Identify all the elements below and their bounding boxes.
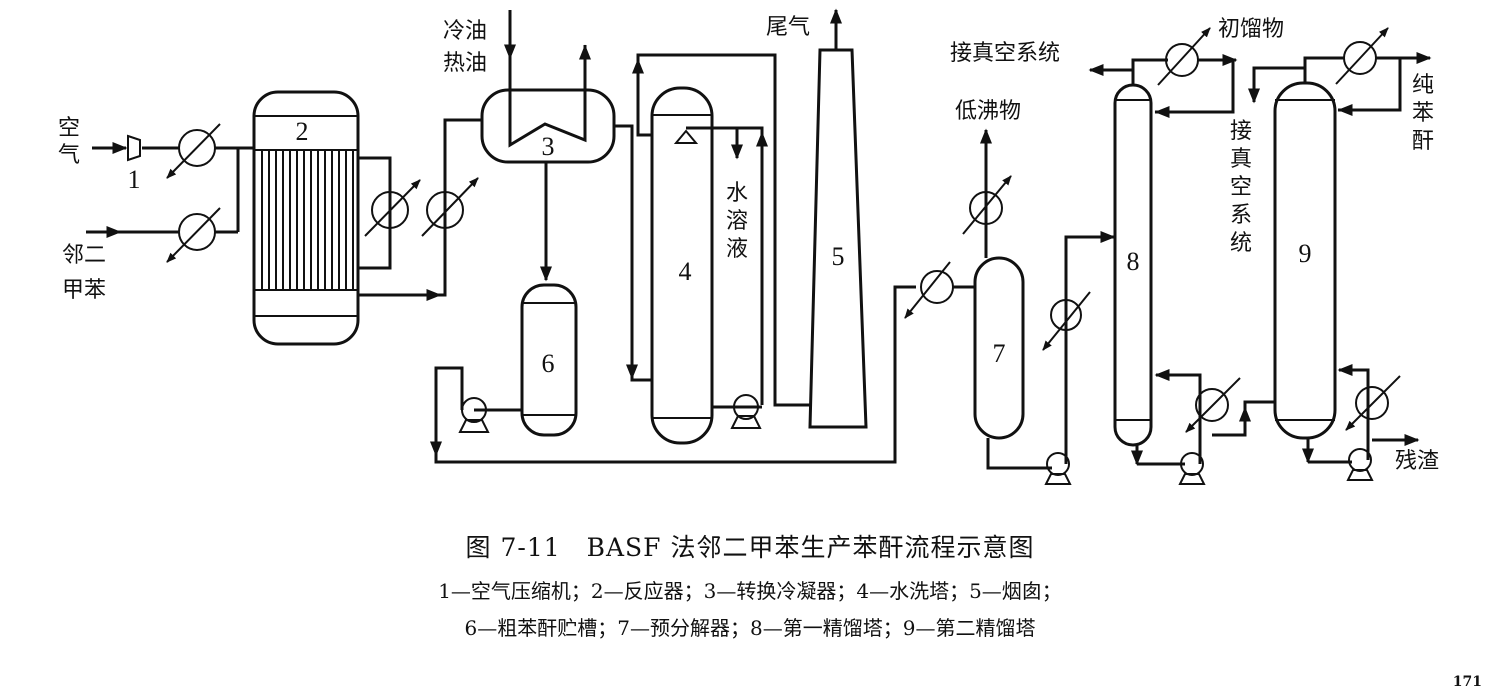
page-number: 171 xyxy=(1452,674,1482,690)
label-hot-oil: 热油 xyxy=(443,51,487,76)
first-distillation-column: 8 xyxy=(1113,83,1153,447)
switch-condenser: 3 xyxy=(480,10,616,164)
label-tail-gas: 尾气 xyxy=(766,15,810,40)
reactor: 2 xyxy=(252,90,360,346)
label-pure-pa-1: 纯 xyxy=(1412,73,1434,98)
chimney: 5 xyxy=(808,48,868,429)
figure-legend-line-1: 1—空气压缩机；2—反应器；3—转换冷凝器；4—水洗塔；5—烟囱； xyxy=(438,579,1062,603)
air-preheater xyxy=(166,123,221,179)
label-vacuum-top: 接真空系统 xyxy=(950,41,1060,66)
equipment-number-2: 2 xyxy=(296,117,309,146)
pump-8 xyxy=(1178,452,1206,485)
label-pure-pa-2: 苯 xyxy=(1412,101,1434,126)
oxylene-vaporizer xyxy=(166,207,221,263)
equipment-number-3: 3 xyxy=(542,132,555,161)
pump-9 xyxy=(1346,448,1374,481)
equipment-number-7: 7 xyxy=(993,339,1006,368)
gas-cooler xyxy=(421,177,479,237)
equipment-number-8: 8 xyxy=(1127,247,1140,276)
label-vacuum-side-3: 空 xyxy=(1230,175,1252,200)
second-distillation-column: 9 xyxy=(1273,81,1337,440)
label-aqueous-1: 水 xyxy=(726,181,748,206)
feed-heater-8 xyxy=(1042,291,1091,351)
pump-scrubber xyxy=(730,394,762,429)
label-pure-pa-3: 酐 xyxy=(1412,129,1434,154)
equipment-number-4: 4 xyxy=(679,257,692,286)
equipment-number-9: 9 xyxy=(1299,239,1312,268)
label-cold-oil: 冷油 xyxy=(443,19,487,44)
label-first-fraction: 初馏物 xyxy=(1218,17,1284,42)
pre-decomposer-exchanger xyxy=(904,261,954,319)
condenser-8 xyxy=(1157,27,1211,86)
label-oxylene-1: 邻二 xyxy=(62,243,106,268)
salt-cooler xyxy=(364,179,421,237)
process-flow-diagram: 空 气 邻二 甲苯 1 2 xyxy=(58,8,1439,485)
label-air-1: 空 xyxy=(58,116,80,141)
pump-7 xyxy=(1044,452,1072,485)
water-scrubber: 4 xyxy=(650,86,714,445)
reboiler-8 xyxy=(1185,377,1241,433)
pre-decomposer: 7 xyxy=(973,256,1025,440)
label-low-boilers: 低沸物 xyxy=(955,99,1021,124)
label-vacuum-side-2: 真 xyxy=(1230,147,1252,172)
figure-title: 图 7-11 BASF 法邻二甲苯生产苯酐流程示意图 xyxy=(465,533,1035,562)
equipment-number-1: 1 xyxy=(128,165,141,194)
label-aqueous-2: 溶 xyxy=(726,209,748,234)
air-compressor: 1 xyxy=(127,134,141,194)
low-boiler-condenser xyxy=(962,175,1012,235)
condenser-9 xyxy=(1335,27,1389,85)
label-air-2: 气 xyxy=(58,143,80,168)
figure-legend-line-2: 6—粗苯酐贮槽；7—预分解器；8—第一精馏塔；9—第二精馏塔 xyxy=(464,616,1036,640)
crude-pa-tank: 6 xyxy=(520,283,578,437)
equipment-number-6: 6 xyxy=(542,349,555,378)
label-aqueous-3: 液 xyxy=(726,237,748,262)
label-vacuum-side-5: 统 xyxy=(1230,231,1252,256)
equipment-number-5: 5 xyxy=(832,242,845,271)
label-vacuum-side-4: 系 xyxy=(1230,203,1252,228)
label-oxylene-2: 甲苯 xyxy=(62,278,106,303)
label-residue: 残渣 xyxy=(1395,449,1439,474)
reboiler-9 xyxy=(1345,375,1401,431)
pump-crude xyxy=(458,397,490,433)
label-vacuum-side-1: 接 xyxy=(1230,119,1252,144)
